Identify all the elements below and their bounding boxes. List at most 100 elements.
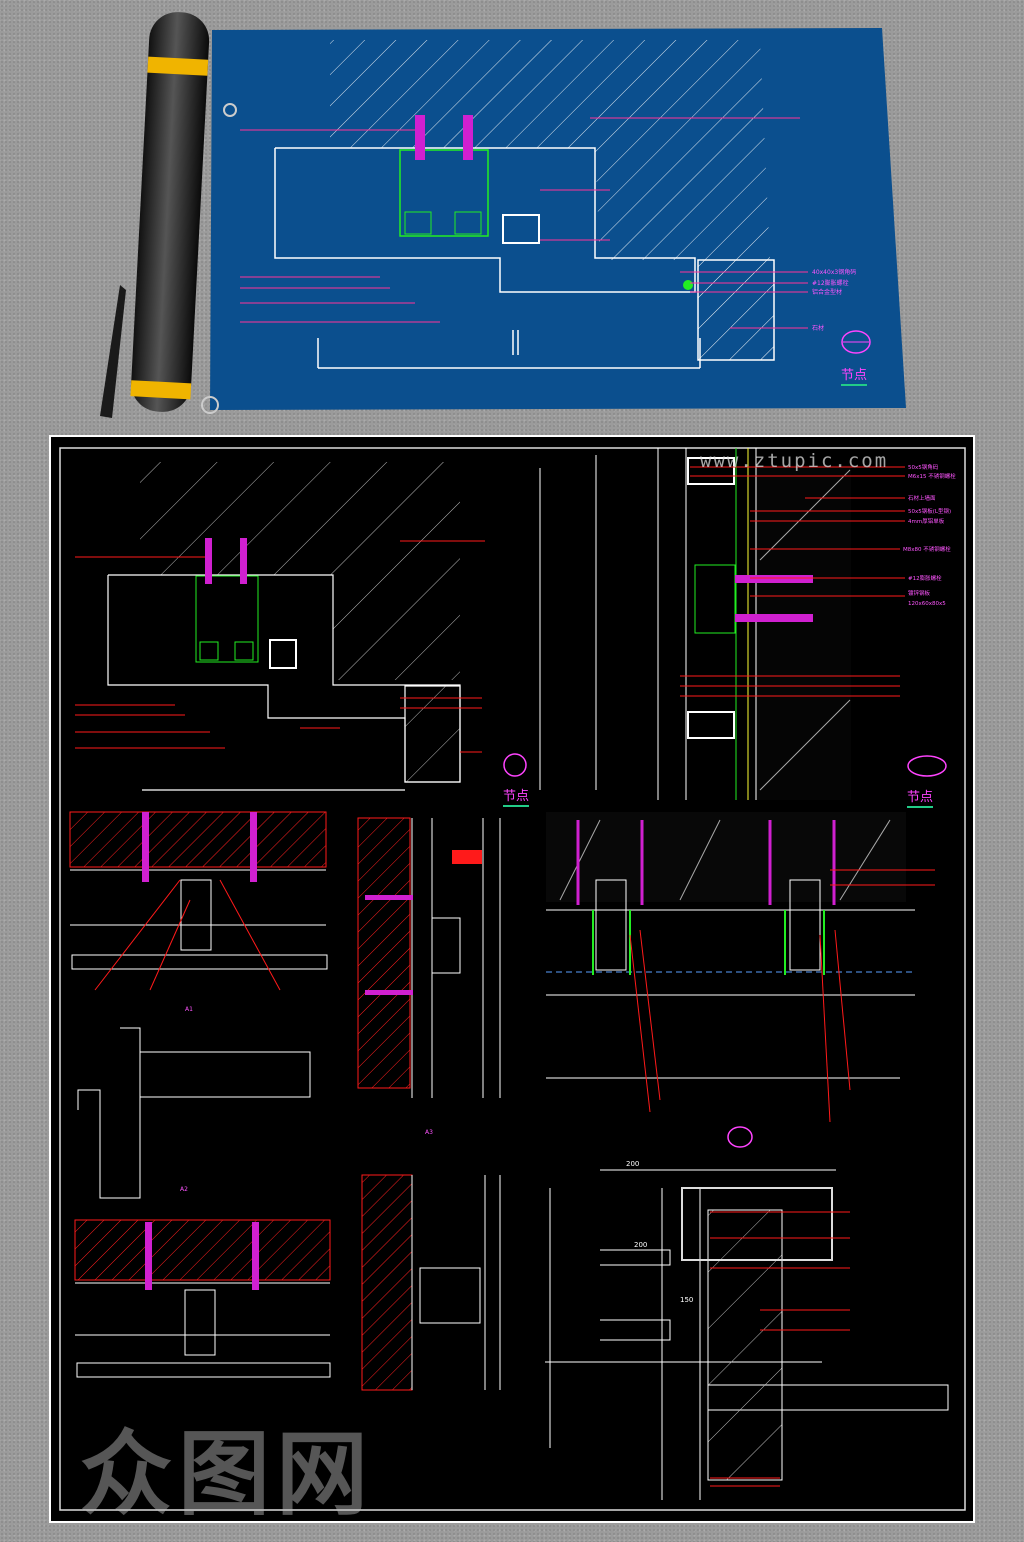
cad-linework bbox=[77, 1027, 311, 1199]
cad-linework bbox=[107, 574, 461, 791]
brand-watermark: 众图网 bbox=[80, 1421, 375, 1528]
cad-linework bbox=[199, 641, 219, 661]
section-label: A1 bbox=[185, 1006, 193, 1013]
cad-linework: 40x40x3钢角码 #12膨胀螺栓 铝合金型材 石材 bbox=[812, 268, 856, 332]
cad-linework bbox=[365, 990, 413, 995]
callout-text: 4mm厚铝单板 bbox=[908, 517, 945, 525]
cad-linework bbox=[76, 1362, 331, 1378]
callout-text: M8x80 不锈钢螺栓 bbox=[903, 545, 951, 553]
cad-linework bbox=[75, 1282, 331, 1378]
cad-linework bbox=[184, 1289, 216, 1356]
cad-linework bbox=[147, 56, 209, 76]
cad-linework bbox=[94, 879, 181, 991]
cad-linework bbox=[629, 869, 935, 1123]
cad-linework bbox=[330, 40, 770, 260]
cad-linework bbox=[697, 259, 775, 361]
scroll-roll bbox=[131, 12, 210, 412]
cad-linework bbox=[681, 1187, 833, 1261]
cad-linework bbox=[687, 457, 735, 485]
node-label: 节点 bbox=[907, 786, 934, 808]
dimension-text: 200 bbox=[634, 1241, 647, 1249]
cad-linework bbox=[415, 115, 425, 160]
cad-linework bbox=[735, 614, 813, 622]
cad-linework bbox=[600, 1319, 671, 1341]
cad-linework bbox=[140, 462, 460, 680]
node-label: 节点 bbox=[841, 364, 868, 386]
cad-linework bbox=[839, 819, 891, 901]
cad-linework bbox=[223, 103, 237, 117]
cad-linework bbox=[130, 12, 210, 412]
cad-linework: 50x5钢角码 M6x15 不锈钢螺栓 石材上墙面 50x5钢板(L型钢) 4m… bbox=[903, 463, 956, 607]
cad-linework bbox=[727, 1126, 753, 1148]
callout-text: 铝合金型材 bbox=[812, 288, 842, 296]
cad-linework bbox=[687, 711, 735, 739]
dimension-text: 200 bbox=[626, 1160, 639, 1168]
cad-linework bbox=[404, 685, 461, 783]
cad-linework bbox=[735, 575, 813, 583]
cad-linework bbox=[195, 575, 259, 663]
cad-linework bbox=[683, 280, 693, 290]
pen bbox=[100, 285, 126, 418]
cad-linework bbox=[710, 1211, 850, 1487]
cad-linework bbox=[419, 1267, 481, 1324]
callout-text: 40x40x3钢角码 bbox=[812, 268, 856, 276]
cad-linework bbox=[503, 753, 527, 777]
cad-linework bbox=[274, 147, 775, 369]
cad-linework bbox=[234, 641, 254, 661]
callout-text: M6x15 不锈钢螺栓 bbox=[908, 472, 956, 480]
cad-linework bbox=[841, 330, 871, 354]
cad-linework bbox=[907, 755, 947, 777]
cad-linework bbox=[59, 447, 966, 1511]
cad-linework bbox=[70, 869, 328, 970]
callout-text: 120x60x80x5 bbox=[908, 601, 946, 607]
cad-linework bbox=[252, 1222, 259, 1290]
watermark-url: www.ztupic.com bbox=[700, 450, 889, 472]
cad-linework bbox=[142, 812, 149, 882]
cad-linework bbox=[94, 879, 281, 991]
cad-linework bbox=[205, 538, 212, 584]
dimension-text: 150 bbox=[680, 1296, 693, 1304]
cad-linework bbox=[145, 1222, 152, 1290]
cad-linework bbox=[639, 929, 661, 1101]
cad-linework bbox=[399, 149, 489, 237]
cad-linework bbox=[502, 214, 540, 244]
cad-linework bbox=[759, 469, 851, 561]
cad-linework bbox=[819, 934, 831, 1123]
cad-linework bbox=[240, 117, 808, 329]
cad-linework bbox=[77, 1027, 141, 1199]
cad-linework bbox=[411, 818, 501, 1098]
cad-linework bbox=[595, 879, 627, 971]
node-label: 节点 bbox=[503, 785, 530, 807]
cad-linework bbox=[546, 812, 906, 902]
cad-linework bbox=[180, 879, 212, 951]
callout-text: 50x5钢角码 bbox=[908, 463, 939, 471]
cad-linework bbox=[789, 879, 821, 971]
cad-linework bbox=[201, 396, 219, 414]
cad-linework bbox=[365, 895, 413, 900]
cad-linework bbox=[756, 465, 851, 800]
callout-text: #12膨胀螺栓 bbox=[908, 574, 942, 582]
cad-linework bbox=[600, 1249, 671, 1266]
cad-linework bbox=[539, 448, 851, 800]
callout-text: 石材 bbox=[812, 324, 824, 332]
cad-linework bbox=[361, 1174, 413, 1391]
cad-linework bbox=[75, 540, 485, 753]
cad-linework bbox=[546, 879, 915, 1079]
cad-linework bbox=[834, 929, 851, 1091]
cad-linework bbox=[592, 910, 825, 975]
cad-linework bbox=[411, 1175, 501, 1390]
callout-text: 50x5钢板(L型钢) bbox=[908, 507, 951, 515]
section-label: A3 bbox=[425, 1129, 433, 1136]
cad-linework bbox=[149, 899, 191, 991]
cad-linework bbox=[130, 380, 192, 400]
cad-linework bbox=[679, 819, 721, 901]
cad-linework bbox=[69, 811, 327, 868]
cad-linework bbox=[629, 934, 651, 1113]
cad-linework bbox=[74, 1219, 331, 1281]
cad-linework bbox=[250, 812, 257, 882]
cad-linework bbox=[680, 466, 905, 697]
cad-linework bbox=[219, 879, 281, 991]
cad-linework bbox=[357, 817, 411, 1089]
cad-linework bbox=[404, 211, 432, 235]
